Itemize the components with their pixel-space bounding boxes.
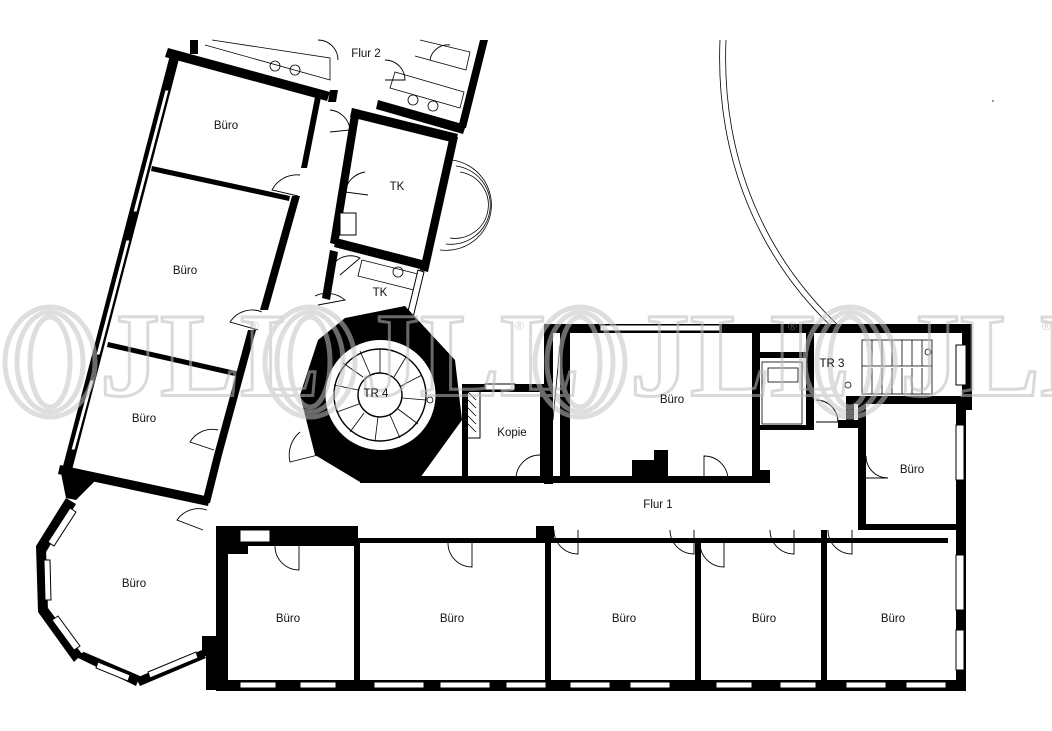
speck	[992, 100, 994, 102]
jll-watermark-text-2: JLL	[360, 289, 580, 422]
label-kopie: Kopie	[497, 427, 526, 439]
label-buero-nw2: Büro	[173, 265, 197, 277]
south-row	[216, 526, 966, 691]
label-flur2: Flur 2	[351, 48, 380, 60]
corridor-north-wall-west	[360, 476, 460, 483]
label-buero-nw1: Büro	[214, 120, 238, 132]
round-bay	[36, 468, 226, 690]
registered-mark-4: ®	[1042, 319, 1051, 333]
label-buero-s1: Büro	[276, 613, 300, 625]
jll-watermark: JLL JLL JLL JLL ® ® ® ®	[2, 287, 1052, 423]
jll-logo-rings-left	[2, 304, 98, 420]
label-tk2: TK	[373, 287, 388, 299]
label-buero-center: Büro	[660, 394, 684, 406]
jll-logo-rings-right	[532, 304, 628, 420]
corridor-north-wall	[440, 476, 770, 483]
jll-logo-rings-far-right	[802, 304, 898, 420]
outdoor-curve	[719, 39, 842, 331]
jll-logo-rings-middle	[262, 304, 358, 420]
label-buero-east: Büro	[900, 464, 924, 476]
label-buero-s3: Büro	[612, 613, 636, 625]
label-tr4: TR 4	[364, 388, 390, 400]
registered-mark-3: ®	[788, 319, 797, 333]
registered-mark-2: ®	[515, 319, 524, 333]
label-buero-nw3: Büro	[132, 413, 156, 425]
room-labels: Flur 2 Büro TK Büro TK TR 4 Büro Kopie B…	[122, 48, 924, 625]
jll-watermark-text-3: JLL	[630, 289, 850, 422]
label-flur1: Flur 1	[643, 499, 672, 511]
label-buero-round: Büro	[122, 578, 146, 590]
label-buero-s2: Büro	[440, 613, 464, 625]
tk-block	[314, 108, 492, 331]
registered-mark-1: ®	[250, 319, 259, 333]
label-tk1: TK	[390, 181, 405, 193]
flur2-area	[190, 39, 488, 134]
northwest-wing	[58, 48, 330, 531]
label-tr3: TR 3	[820, 358, 845, 370]
label-buero-s4: Büro	[752, 613, 776, 625]
jll-watermark-text-4: JLL	[900, 289, 1052, 422]
label-buero-s5: Büro	[881, 613, 905, 625]
jll-watermark-text-1: JLL	[100, 289, 320, 422]
east-block	[858, 404, 966, 690]
